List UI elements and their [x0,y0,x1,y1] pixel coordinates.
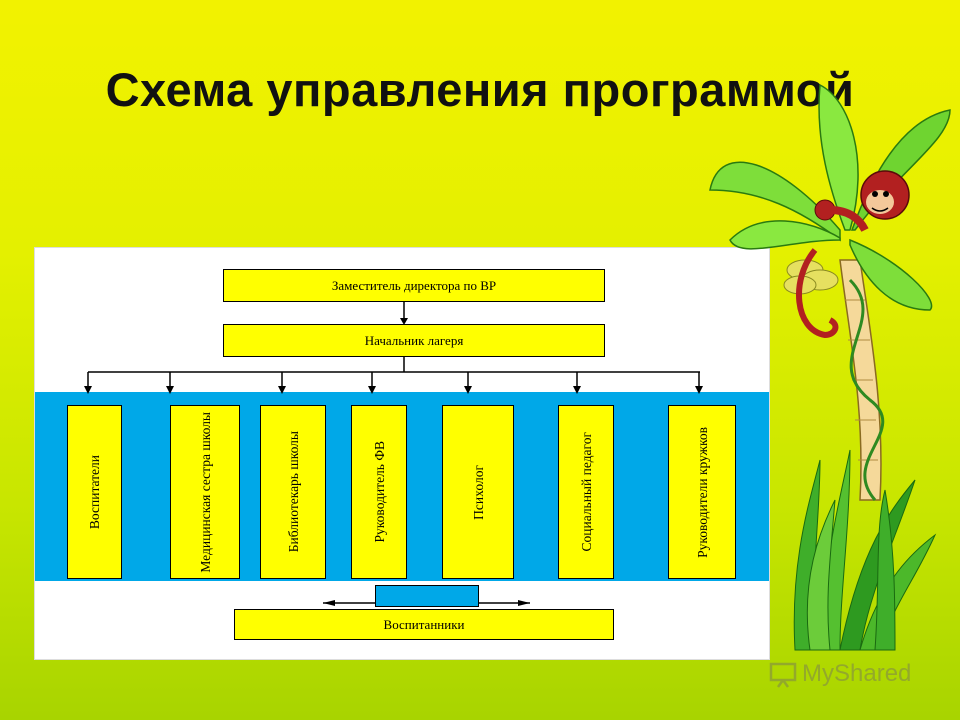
role-box-club-leaders: Руководители кружков [668,405,736,579]
role-label: Воспитатели [87,454,102,530]
deputy-director-box: Заместитель директора по ВР [223,269,605,302]
role-box-social-teacher: Социальный педагог [558,405,614,579]
monkey-icon [796,170,910,339]
role-box-psychologist: Психолог [442,405,514,579]
role-box-educators: Воспитатели [67,405,122,579]
role-box-librarian: Библиотекарь школы [260,405,326,579]
role-box-nurse: Медицинская сестра школы [170,405,240,579]
role-label: Психолог [470,464,486,520]
role-box-pe-head: Руководитель ФВ [351,405,407,579]
watermark-text: MyShared [802,660,912,687]
role-label: Библиотекарь школы [285,431,301,553]
presentation-icon [769,662,797,688]
pupils-box: Воспитанники [234,609,614,640]
role-label: Социальный педагог [578,432,594,552]
camp-head-box: Начальник лагеря [223,324,605,357]
role-label: Руководитель ФВ [371,441,387,543]
watermark: MyShared [768,660,911,688]
slide-title: Схема управления программой [105,63,855,116]
org-chart-panel: Заместитель директора по ВР Начальник ла… [34,247,770,660]
grass-icon [793,449,937,651]
bottom-connector-block [375,585,479,607]
role-arrows [84,372,703,394]
banana-tree-icon [709,83,951,651]
role-label: Медицинская сестра школы [197,411,213,573]
